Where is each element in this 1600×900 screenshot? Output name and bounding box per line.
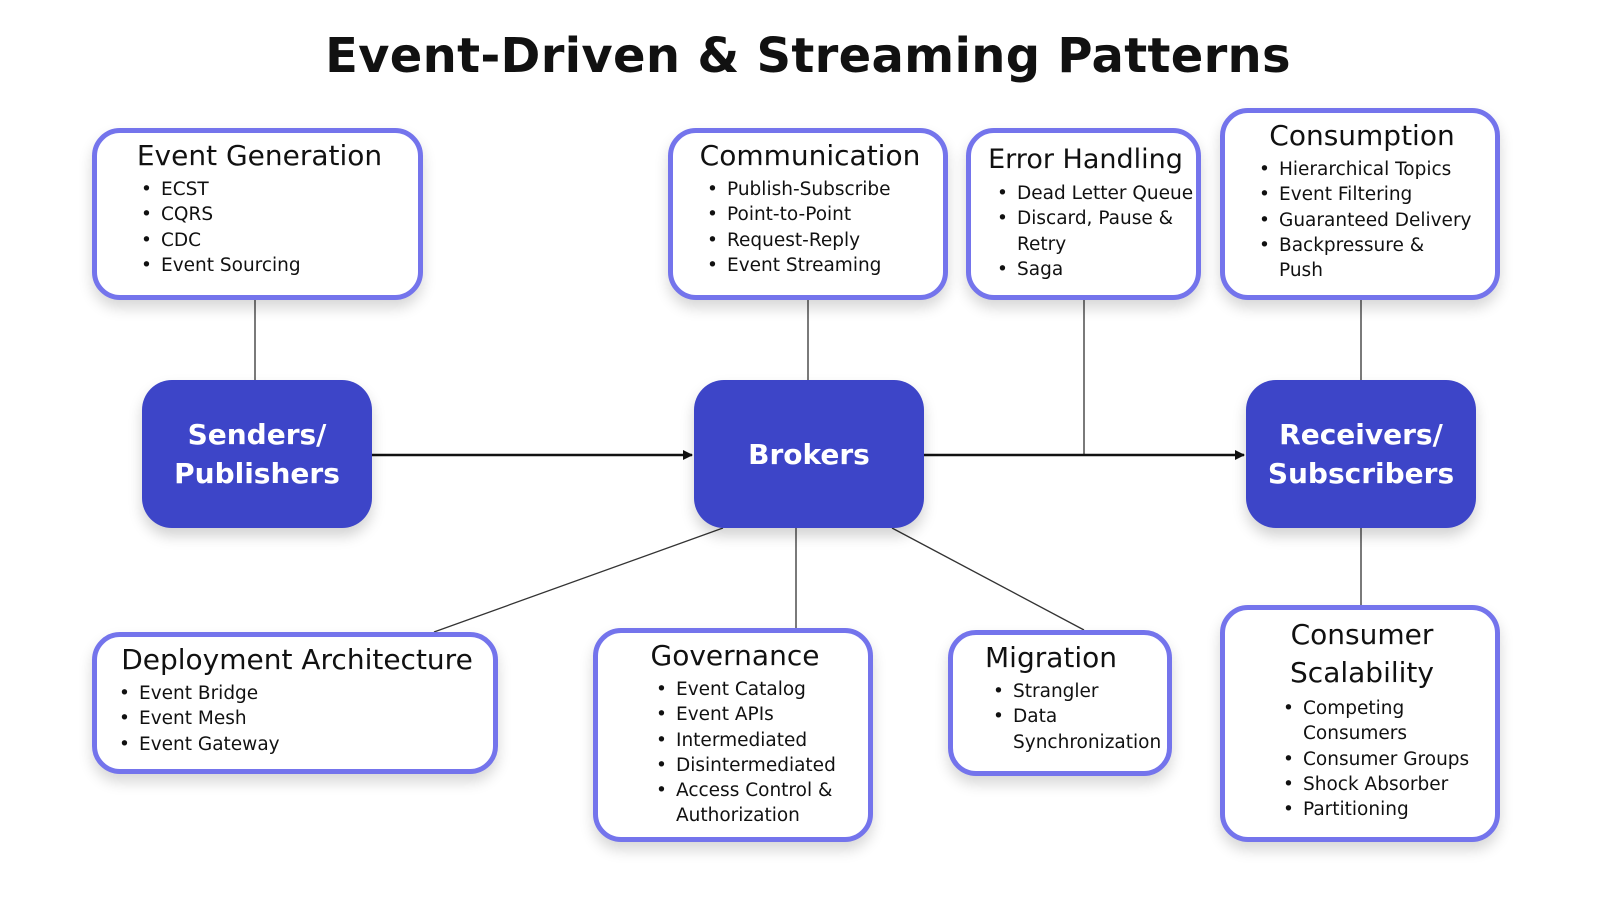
senders-publishers-node: Senders/ Publishers — [142, 380, 372, 528]
card-heading: Governance — [650, 639, 820, 672]
list-item: Event Streaming — [707, 253, 929, 279]
list-item: CDC — [141, 228, 404, 254]
event-generation-card: Event Generation ECST CQRS CDC Event Sou… — [92, 128, 423, 300]
list-item: Event Filtering — [1259, 182, 1481, 208]
deployment-architecture-card: Deployment Architecture Event Bridge Eve… — [92, 632, 498, 774]
list-item: Disintermediated — [656, 753, 854, 779]
list-item: Event Mesh — [119, 706, 479, 732]
list-item: ECST — [141, 177, 404, 203]
card-list: Event Bridge Event Mesh Event Gateway — [115, 681, 479, 757]
list-item: Data Synchronization — [993, 704, 1161, 755]
list-item: Guaranteed Delivery — [1259, 208, 1481, 234]
card-list: ECST CQRS CDC Event Sourcing — [115, 177, 404, 278]
list-item: CQRS — [141, 202, 404, 228]
list-item: Shock Absorber — [1283, 772, 1481, 798]
list-item: Event Bridge — [119, 681, 479, 707]
list-item: Publish-Subscribe — [707, 177, 929, 203]
consumption-card: Consumption Hierarchical Topics Event Fi… — [1220, 108, 1500, 300]
card-list: Publish-Subscribe Point-to-Point Request… — [691, 177, 929, 278]
card-heading: Error Handling — [988, 144, 1183, 175]
list-item: Saga — [997, 257, 1186, 283]
list-item: Event Catalog — [656, 677, 854, 703]
list-item: Access Control & Authorization — [656, 778, 854, 829]
card-heading: Deployment Architecture — [121, 643, 473, 676]
governance-card: Governance Event Catalog Event APIs Inte… — [593, 628, 873, 842]
list-item: Strangler — [993, 679, 1153, 705]
page-title: Event-Driven & Streaming Patterns — [325, 28, 1291, 84]
list-item: Hierarchical Topics — [1259, 157, 1481, 183]
card-heading: Migration — [985, 641, 1118, 674]
list-item: Event APIs — [656, 702, 854, 728]
list-item: Dead Letter Queue — [997, 181, 1193, 207]
list-item: Partitioning — [1283, 797, 1481, 823]
consumer-scalability-card: Consumer Scalability Competing Consumers… — [1220, 605, 1500, 842]
brokers-node: Brokers — [694, 380, 924, 528]
connector-migration — [891, 527, 1085, 631]
card-list: Competing Consumers Consumer Groups Shoc… — [1243, 696, 1481, 823]
migration-card: Migration Strangler Data Synchronization — [948, 630, 1172, 776]
card-list: Hierarchical Topics Event Filtering Guar… — [1243, 157, 1481, 283]
connector-deployment — [433, 527, 724, 633]
communication-card: Communication Publish-Subscribe Point-to… — [668, 128, 948, 300]
card-heading: Consumer Scalability — [1290, 618, 1434, 689]
list-item: Request-Reply — [707, 228, 929, 254]
list-item: Point-to-Point — [707, 202, 929, 228]
receivers-subscribers-node: Receivers/ Subscribers — [1246, 380, 1476, 528]
list-item: Event Sourcing — [141, 253, 404, 279]
card-heading: Event Generation — [136, 139, 383, 172]
card-list: Event Catalog Event APIs Intermediated D… — [616, 677, 854, 829]
card-heading: Communication — [699, 139, 921, 172]
list-item: Intermediated — [656, 728, 854, 754]
list-item: Event Gateway — [119, 732, 479, 758]
card-heading: Consumption — [1269, 119, 1455, 152]
list-item: Discard, Pause & Retry — [997, 206, 1186, 257]
card-list: Strangler Data Synchronization — [971, 679, 1161, 755]
list-item: Backpressure & Push — [1259, 233, 1481, 284]
error-handling-card: Error Handling Dead Letter Queue Discard… — [966, 128, 1201, 300]
list-item: Competing Consumers — [1283, 696, 1481, 747]
card-list: Dead Letter Queue Discard, Pause & Retry… — [985, 181, 1193, 283]
list-item: Consumer Groups — [1283, 747, 1481, 773]
